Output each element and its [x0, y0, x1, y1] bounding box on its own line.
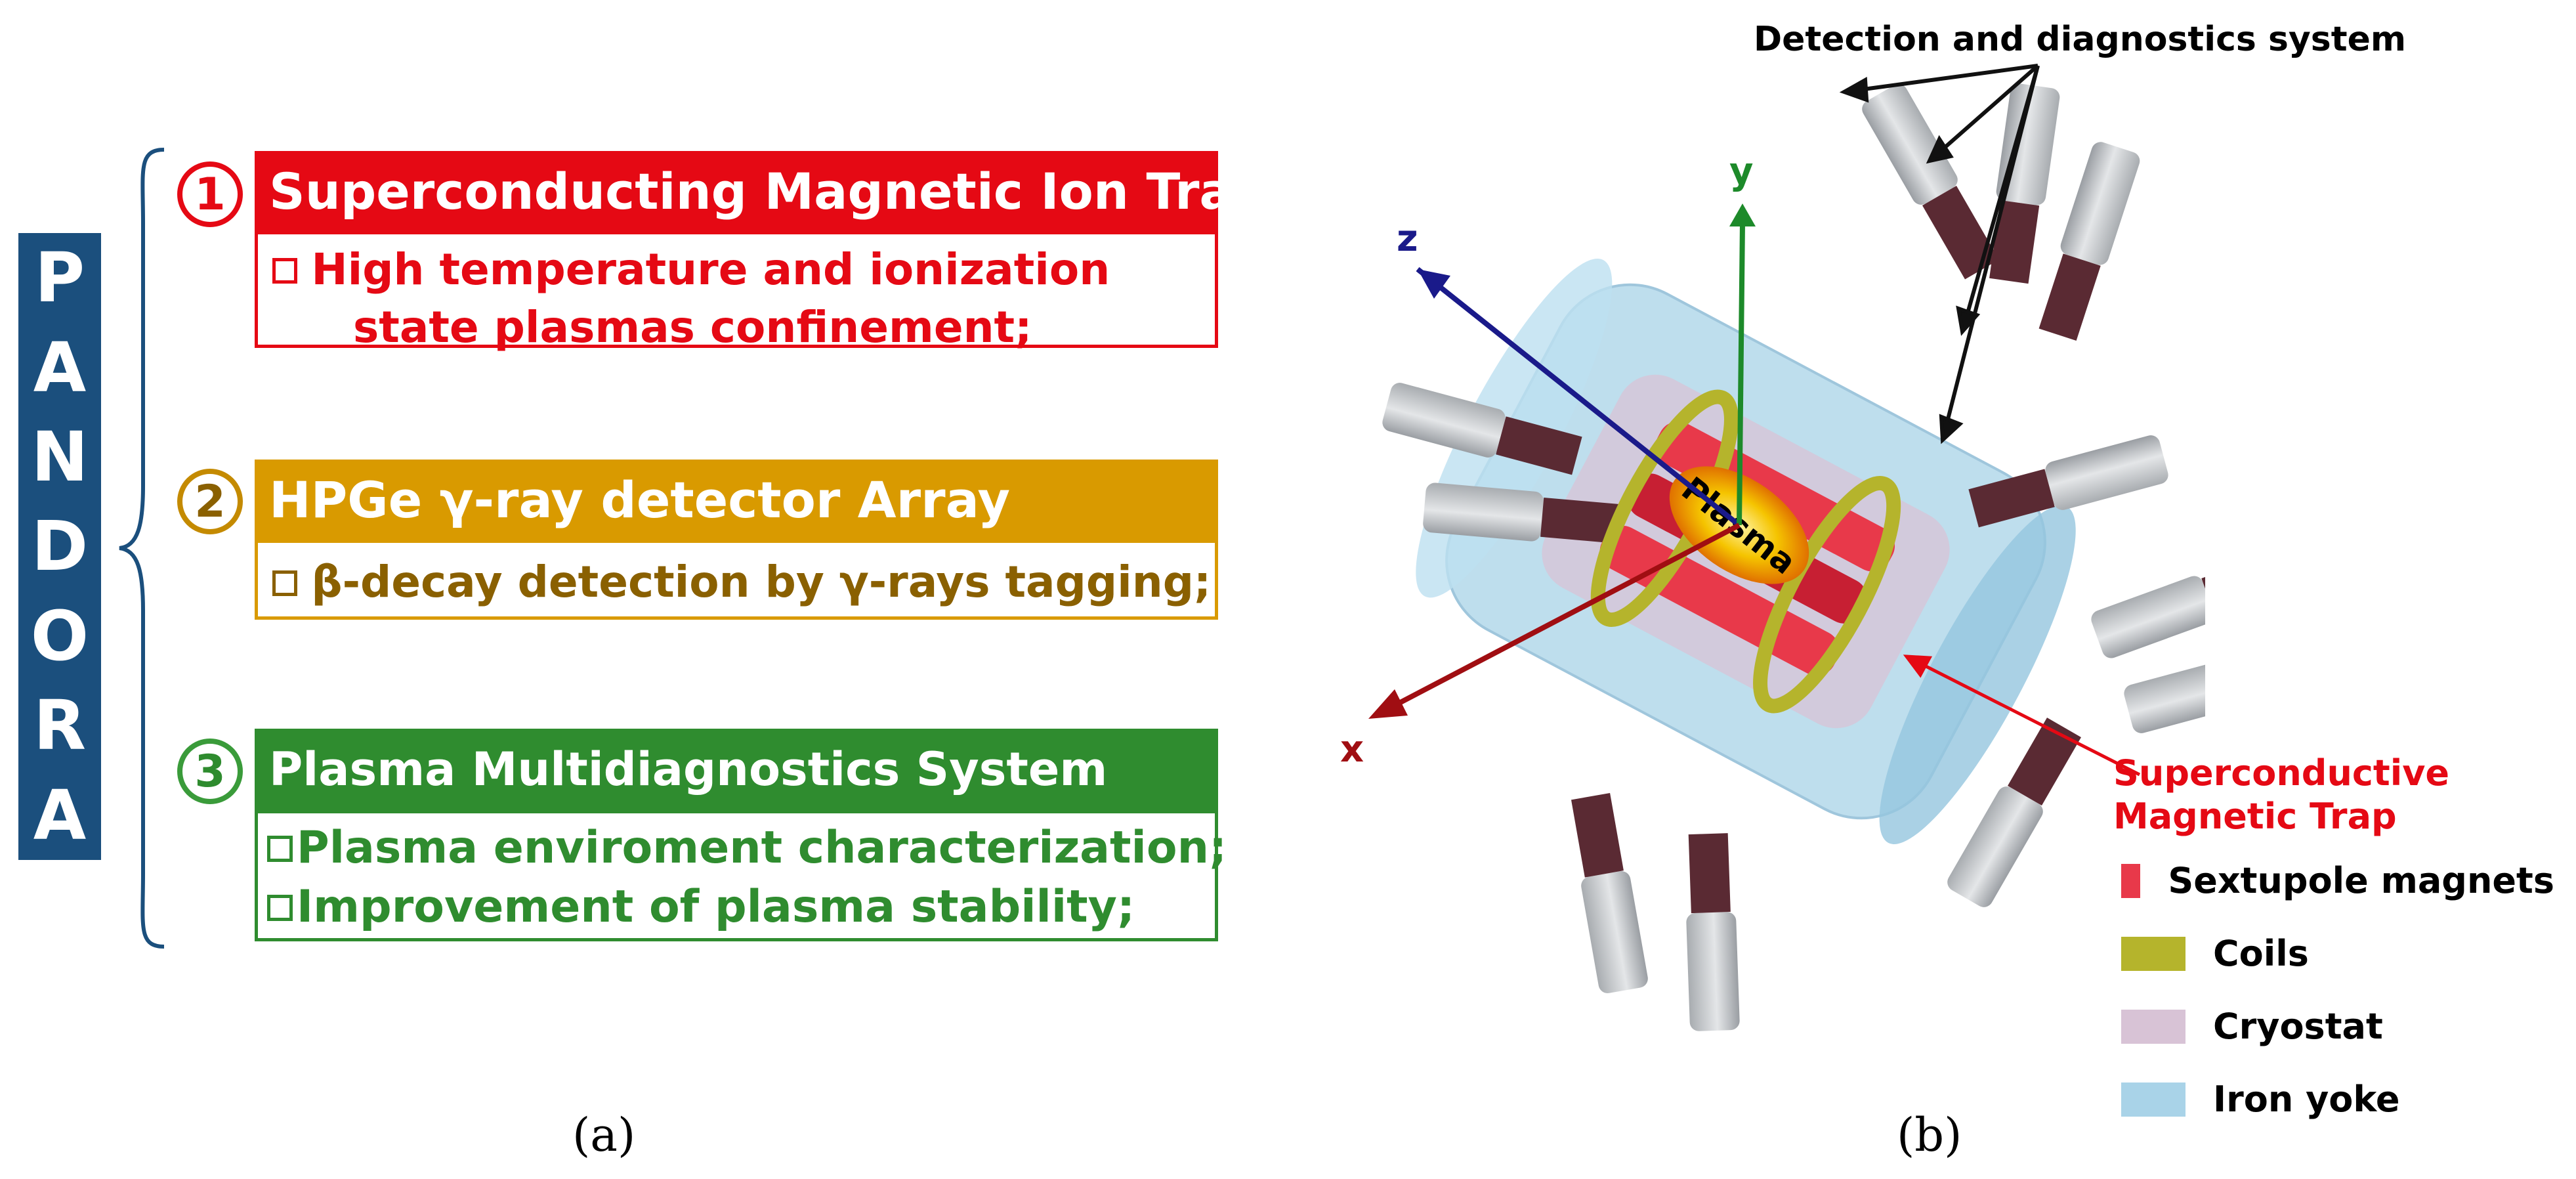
section-number-2: 2 — [177, 469, 243, 534]
caption-a: (a) — [572, 1108, 636, 1162]
superconductive-trap-label: Superconductive Magnetic Trap — [2113, 752, 2449, 838]
bullet-line: β-decay detection by γ-rays tagging; — [272, 553, 1215, 611]
trap-arrow — [1903, 654, 2141, 777]
checkbox-bullet-icon — [272, 258, 298, 284]
pandora-3d-illustration: Plasma z y x — [1340, 64, 2205, 1031]
section-number-1: 1 — [177, 161, 243, 227]
detection-arrows — [1839, 64, 2040, 444]
y-axis — [1737, 223, 1745, 526]
legend-label: Iron yoke — [2213, 1079, 2400, 1120]
section-body-1: High temperature and ionization state pl… — [255, 231, 1218, 353]
section-title-superconducting-trap: Superconducting Magnetic Ion Trap — [255, 151, 1269, 231]
bullet-text: High temperature and ionization — [311, 244, 1110, 295]
section-number-3: 3 — [177, 739, 243, 804]
section-body-2: β-decay detection by γ-rays tagging; — [255, 540, 1218, 620]
bullet-text: Plasma enviroment characterization; — [296, 822, 1227, 874]
x-axis-label: x — [1340, 728, 1364, 771]
checkbox-bullet-icon — [267, 895, 293, 921]
z-axis-arrowhead — [1418, 269, 1450, 299]
y-axis-label: y — [1729, 150, 1754, 193]
legend-label: Cryostat — [2213, 1006, 2383, 1047]
section-body-3: Plasma enviroment characterization; Impr… — [255, 810, 1227, 941]
checkbox-bullet-icon — [267, 836, 293, 862]
x-axis-arrowhead — [1368, 689, 1408, 719]
legend-swatch-iron-yoke — [2121, 1082, 2185, 1117]
z-axis-label: z — [1397, 217, 1418, 260]
bullet-text: Improvement of plasma stability; — [296, 881, 1135, 933]
legend-swatch-coils — [2121, 936, 2185, 971]
bullet-line: Improvement of plasma stability; — [267, 878, 1215, 937]
bullet-line-continuation: state plasmas confinement; — [353, 302, 1032, 353]
legend-swatch-cryostat — [2121, 1009, 2185, 1044]
legend: Sextupole magnets Coils Cryostat Iron yo… — [2121, 860, 2554, 1120]
legend-swatch-sextupole — [2121, 863, 2141, 898]
pandora-vertical-label: P A N D O R A — [18, 233, 101, 860]
pandora-letter: O — [30, 595, 89, 676]
legend-label: Coils — [2213, 933, 2309, 974]
bullet-text: β-decay detection by γ-rays tagging; — [311, 557, 1212, 607]
curly-brace — [119, 148, 165, 949]
legend-item-coils: Coils — [2121, 933, 2554, 974]
checkbox-bullet-icon — [272, 570, 298, 596]
legend-item-iron-yoke: Iron yoke — [2121, 1079, 2554, 1120]
y-axis-arrowhead — [1729, 204, 1756, 226]
legend-item-sextupole: Sextupole magnets — [2121, 860, 2554, 901]
trap-label-line: Superconductive — [2113, 752, 2450, 794]
bullet-line: High temperature and ionization — [272, 241, 1215, 299]
section-title-multidiagnostics: Plasma Multidiagnostics System — [255, 729, 1218, 810]
legend-label: Sextupole magnets — [2168, 860, 2554, 901]
pandora-letter: R — [33, 685, 87, 766]
detection-system-label: Detection and diagnostics system — [1754, 20, 2407, 59]
x-axis — [1380, 523, 1741, 715]
z-axis — [1416, 267, 1741, 528]
trap-label-line: Magnetic Trap — [2113, 796, 2397, 837]
pandora-letter: P — [34, 238, 85, 318]
pandora-letter: A — [33, 775, 87, 855]
pandora-letter: D — [31, 506, 89, 587]
section-title-hpge-array: HPGe γ-ray detector Array — [255, 460, 1218, 540]
pandora-letter: N — [31, 417, 89, 498]
pandora-letter: A — [33, 327, 87, 408]
legend-item-cryostat: Cryostat — [2121, 1006, 2554, 1047]
bullet-line: Plasma enviroment characterization; — [267, 819, 1227, 878]
detector-cylinders — [1382, 83, 2205, 1031]
caption-b: (b) — [1897, 1108, 1962, 1162]
